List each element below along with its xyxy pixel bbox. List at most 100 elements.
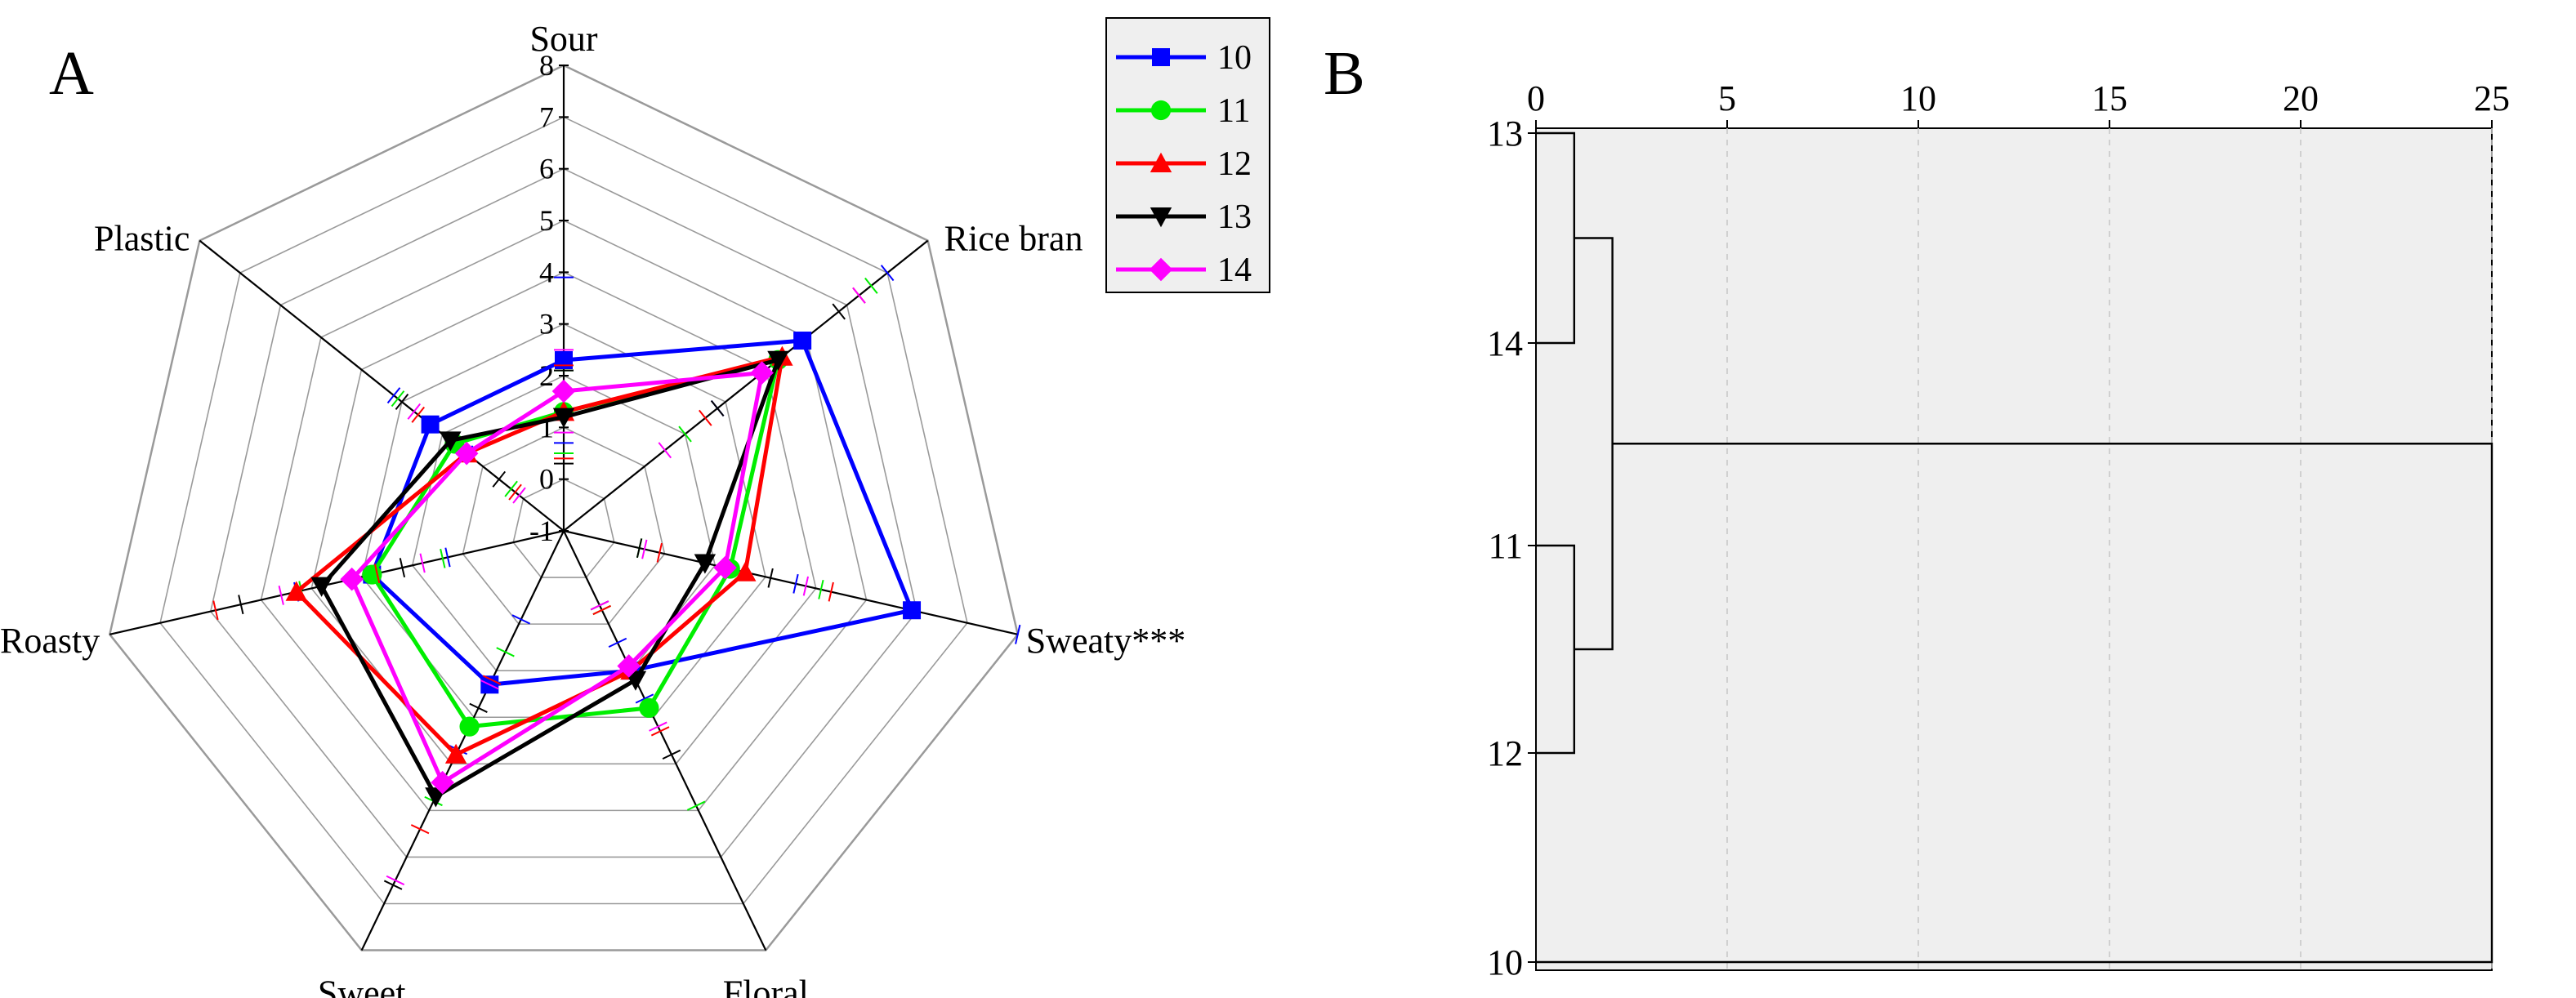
error-bar-tick — [373, 564, 381, 584]
error-bar-tick — [512, 487, 526, 504]
legend: 10 11 12 13 14 — [1105, 17, 1270, 293]
radar-spoke — [563, 530, 767, 951]
radial-tick-label: 8 — [539, 49, 554, 82]
error-bar-tick — [608, 637, 627, 648]
series-10 — [293, 265, 1021, 755]
grid-ring — [462, 426, 666, 625]
legend-item-11: 11 — [1116, 92, 1250, 130]
legend-marker — [1150, 100, 1172, 121]
radar-spoke — [199, 239, 565, 532]
error-bar-tick — [650, 726, 670, 737]
plot-area — [1535, 127, 2493, 971]
axis-label-sweet: Sweet — [318, 973, 406, 998]
error-bar-tick — [818, 579, 824, 599]
error-bar-tick — [496, 647, 515, 657]
legend-label: 13 — [1217, 198, 1252, 236]
x-tick-label: 25 — [2474, 78, 2510, 118]
error-bar-tick — [278, 585, 284, 605]
error-bar-tick — [592, 604, 611, 616]
error-bar-tick — [649, 721, 667, 732]
legend-marker — [1150, 152, 1172, 172]
error-bar-tick — [590, 600, 609, 611]
grid-ring — [108, 64, 1020, 951]
legend-item-13: 13 — [1116, 198, 1252, 236]
error-bar-tick — [852, 287, 866, 304]
data-point — [440, 431, 462, 452]
radar-grid — [108, 64, 1020, 951]
data-point — [617, 654, 641, 678]
error-bar-tick — [658, 442, 672, 459]
error-bar-tick — [391, 390, 405, 408]
series-line-11 — [369, 357, 781, 729]
error-bar-tick — [508, 483, 522, 501]
legend-marker — [1149, 257, 1173, 282]
panel-a-label: A — [49, 39, 94, 108]
data-point — [340, 567, 364, 591]
error-bar-tick — [641, 539, 648, 559]
panel-b-label: B — [1324, 39, 1365, 108]
data-point — [421, 415, 440, 434]
error-bar-tick — [832, 303, 846, 320]
error-bar-tick — [802, 576, 810, 596]
leaf-label: 12 — [1487, 733, 1523, 773]
error-bar-tick — [828, 581, 834, 602]
error-bar-tick — [864, 277, 878, 294]
error-bar-tick — [386, 387, 401, 404]
leaf-label: 13 — [1487, 114, 1523, 154]
radar-series — [212, 265, 1021, 890]
data-point — [551, 379, 576, 403]
error-bar-tick — [511, 614, 531, 625]
grid-ring — [209, 167, 918, 858]
radial-tick-label: -1 — [529, 515, 554, 547]
axis-label-floral: Floral — [723, 973, 809, 998]
error-bar-tick — [1015, 624, 1021, 644]
legend-label: 11 — [1217, 92, 1250, 130]
data-point — [903, 601, 922, 620]
series-line-13 — [319, 357, 782, 800]
x-tick-label: 5 — [1718, 78, 1736, 118]
axis-label-sour: Sour — [529, 19, 597, 59]
series-14 — [278, 287, 866, 886]
data-point — [454, 441, 479, 466]
radial-tick-label: 3 — [539, 308, 554, 341]
error-bar-tick — [792, 573, 799, 594]
error-bar-tick — [699, 409, 712, 426]
data-point — [285, 581, 307, 601]
legend-item-14: 14 — [1116, 252, 1252, 289]
series-line-14 — [349, 370, 765, 786]
radial-tick-label: 6 — [539, 153, 554, 185]
grid-ring — [260, 220, 868, 812]
legend-box — [1105, 17, 1270, 293]
axis-label-roasty: Roasty — [0, 621, 100, 661]
x-tick-label: 20 — [2283, 78, 2319, 118]
leaf-label: 11 — [1489, 526, 1523, 566]
data-point — [694, 554, 717, 574]
error-bar-tick — [212, 600, 219, 621]
error-bar-tick — [767, 568, 774, 588]
error-bar-tick — [238, 595, 244, 615]
series-line-12 — [293, 354, 785, 757]
data-point — [767, 350, 789, 371]
radar-spoke — [563, 239, 929, 532]
legend-marker — [1152, 48, 1170, 66]
dendrogram-link — [1536, 443, 2493, 964]
error-bar-tick — [710, 399, 725, 417]
error-bar-tick — [419, 553, 426, 573]
error-bar-tick — [635, 693, 654, 704]
error-bar-tick — [492, 470, 507, 488]
data-point — [750, 361, 774, 385]
error-bar-tick — [386, 875, 405, 886]
series-line-10 — [369, 338, 915, 687]
error-bar-tick — [504, 480, 518, 497]
radial-tick-label: 5 — [539, 204, 554, 237]
error-bar-tick — [440, 548, 446, 568]
legend-label: 12 — [1217, 145, 1252, 183]
error-bar-tick — [662, 749, 681, 760]
legend-item-12: 12 — [1116, 145, 1252, 183]
legend-item-10: 10 — [1116, 39, 1252, 77]
